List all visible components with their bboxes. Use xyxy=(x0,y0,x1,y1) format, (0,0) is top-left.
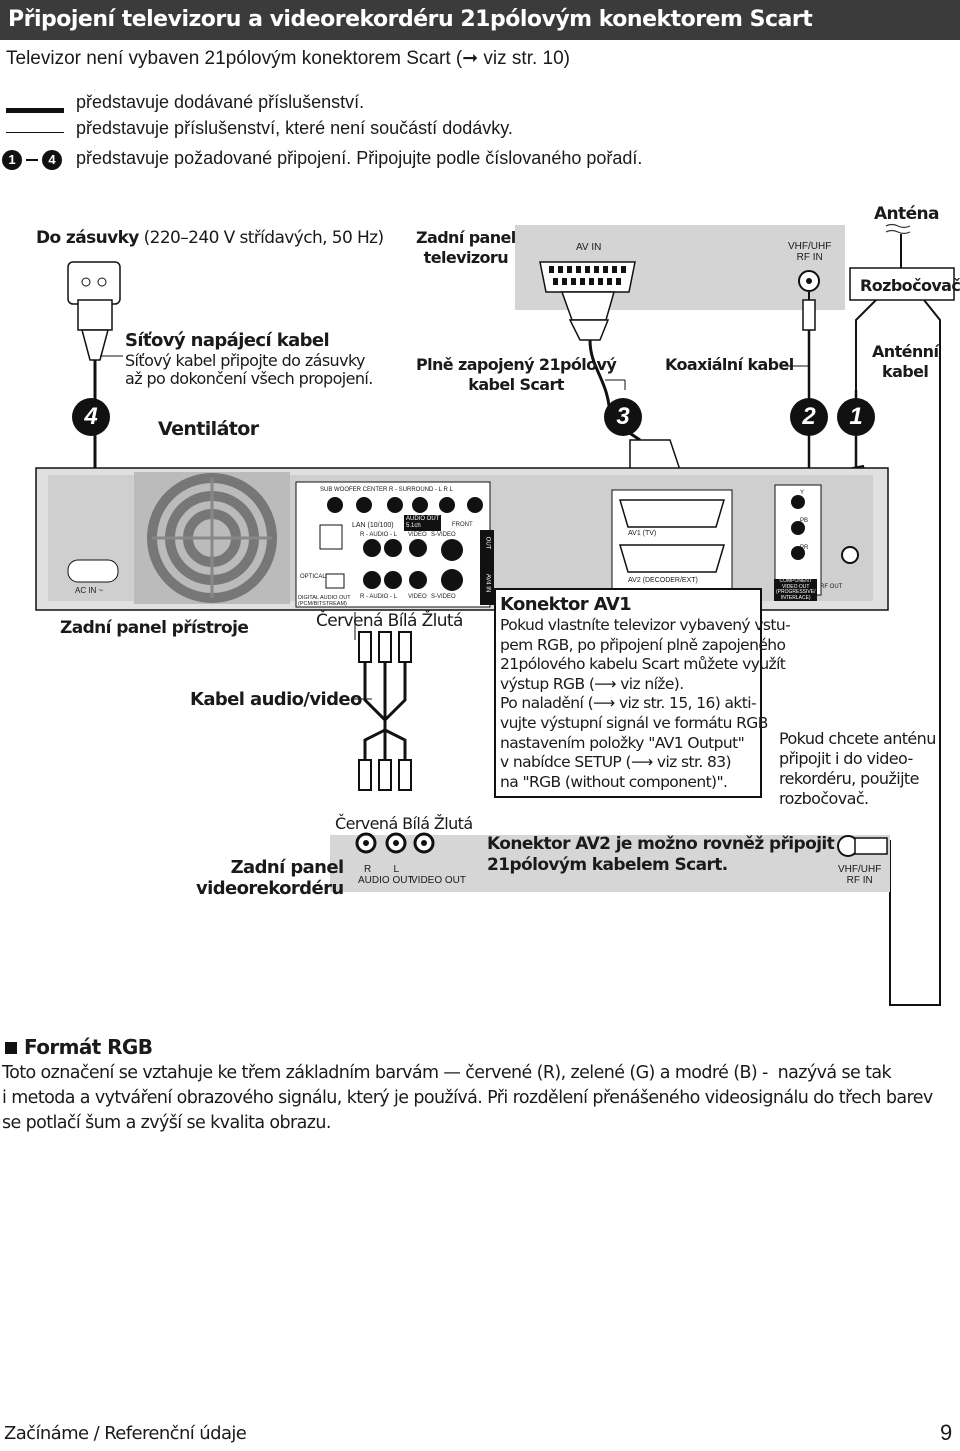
coax-cable-label: Koaxiální kabel xyxy=(665,355,794,374)
rf-out-label: RF OUT xyxy=(820,584,843,590)
pr-label: PR xyxy=(800,545,809,551)
out-label: OUT xyxy=(484,536,491,550)
square-bullet-icon xyxy=(5,1042,17,1054)
power-cable-note: Síťový kabel připojte do zásuvky až po d… xyxy=(125,351,373,388)
step-4-badge: 4 xyxy=(72,398,110,436)
wall-outlet xyxy=(67,261,121,305)
splitter-box xyxy=(849,267,955,301)
colors-bottom-label: Červená Bílá Žlutá xyxy=(335,814,473,833)
outlet-label: Do zásuvky (220–240 V střídavých, 50 Hz) xyxy=(36,228,384,248)
scart-cable-label: Plně zapojený 21pólový kabel Scart xyxy=(416,355,617,394)
outlet-label-bold: Do zásuvky xyxy=(36,228,139,248)
tv-av-in-label: AV IN xyxy=(576,242,602,253)
audio-lr-bottom-label: R - AUDIO - L xyxy=(360,594,398,600)
page-number: 9 xyxy=(940,1420,953,1445)
vcr-rl-label: R L xyxy=(364,864,400,875)
page-title: Připojení televizoru a videorekordéru 21… xyxy=(0,0,960,40)
lan-label: LAN (10/100) xyxy=(352,522,394,529)
vcr-panel-label: Zadní panel videorekordéru xyxy=(196,857,344,899)
step-number-to: 4 xyxy=(42,150,62,170)
svideo-bottom-label: S-VIDEO xyxy=(431,594,456,600)
outlet-label-rest: (220–240 V střídavých, 50 Hz) xyxy=(143,228,385,248)
antenna-icon xyxy=(885,223,911,235)
front-label: FRONT xyxy=(452,522,473,528)
tv-panel-label: Zadní panel televizoru xyxy=(416,228,516,267)
splitter-label: Rozbočovač xyxy=(860,276,960,295)
step-1-badge: 1 xyxy=(837,398,875,436)
audio-lr-top-label: R - AUDIO - L xyxy=(360,532,398,538)
av2-note: Konektor AV2 je možno rovněž připojit 21… xyxy=(487,834,835,875)
thick-line-symbol xyxy=(6,108,64,113)
pb-label: PB xyxy=(800,518,809,524)
legend-not-supplied: představuje příslušenství, které není so… xyxy=(76,118,513,138)
av2-label: AV2 (DECODER/EXT) xyxy=(628,577,698,584)
thin-line-symbol xyxy=(6,132,64,133)
y-label: Y xyxy=(800,490,805,496)
audio-out-label: AUDIO OUT 5.1ch xyxy=(404,515,442,531)
dash-symbol xyxy=(26,159,38,161)
intro-text: Televizor není vybaven 21pólovým konekto… xyxy=(6,48,463,69)
intro-line: Televizor není vybaven 21pólovým konekto… xyxy=(6,47,570,70)
antenna-note: Pokud chcete anténu připojit i do video-… xyxy=(779,729,936,808)
intro-ref: viz str. 10) xyxy=(483,48,570,69)
rgb-heading: Formát RGB xyxy=(24,1035,153,1059)
recorder-panel-label: Zadní panel přístroje xyxy=(60,618,249,638)
av2-note-box: Konektor AV2 je možno rovněž připojit 21… xyxy=(480,826,835,882)
av1-tv-label: AV1 (TV) xyxy=(628,530,657,537)
legend-supplied: představuje dodávané příslušenství. xyxy=(76,92,365,112)
step-3-badge: 3 xyxy=(604,398,642,436)
step-2-badge: 2 xyxy=(790,398,828,436)
arrow-icon: ➞ xyxy=(462,48,479,69)
av-cable-label: Kabel audio/video xyxy=(190,689,362,710)
av1-info-box: Konektor AV1 Pokud vlastníte televizor v… xyxy=(494,588,791,798)
av1-box-title: Konektor AV1 xyxy=(500,594,632,615)
antenna-cable-label: Anténní kabel xyxy=(872,342,939,381)
top-row-label: SUB WOOFER CENTER R - SURROUND - L R L xyxy=(320,487,453,493)
optical-label: OPTICAL xyxy=(300,574,326,580)
colors-top-label: Červená Bílá Žlutá xyxy=(316,611,463,631)
legend-connections: představuje požadované připojení. Připoj… xyxy=(76,148,643,168)
video-top-label: VIDEO xyxy=(408,532,427,538)
vcr-video-out-label: VIDEO OUT xyxy=(411,875,467,886)
av4-in-label: AV4 IN xyxy=(484,573,491,593)
tv-rf-in-label: VHF/UHF RF IN xyxy=(788,241,832,263)
vcr-back-panel xyxy=(330,835,890,892)
digital-audio-label: DIGITAL AUDIO OUT (PCM/BITSTREAM) xyxy=(298,595,351,607)
antenna-label: Anténa xyxy=(874,204,939,224)
footer-section: Začínáme / Referenční údaje xyxy=(4,1423,247,1444)
power-cable-title: Síťový napájecí kabel xyxy=(125,330,330,351)
svideo-top-label: S-VIDEO xyxy=(431,532,456,538)
vcr-rf-in-label: VHF/UHF RF IN xyxy=(838,864,882,886)
step-number-from: 1 xyxy=(2,150,22,170)
rgb-body: Toto označení se vztahuje ke třem základ… xyxy=(2,1063,933,1133)
video-bottom-label: VIDEO xyxy=(408,594,427,600)
av1-box-body: Pokud vlastníte televizor vybavený vstu-… xyxy=(500,616,791,791)
ac-in-label: AC IN ~ xyxy=(75,586,104,595)
fan-label: Ventilátor xyxy=(158,418,259,440)
component-label: COMPONENT VIDEO OUT (PROGRESSIVE/ INTERL… xyxy=(774,578,818,601)
vcr-audio-out-label: AUDIO OUT xyxy=(358,875,414,886)
